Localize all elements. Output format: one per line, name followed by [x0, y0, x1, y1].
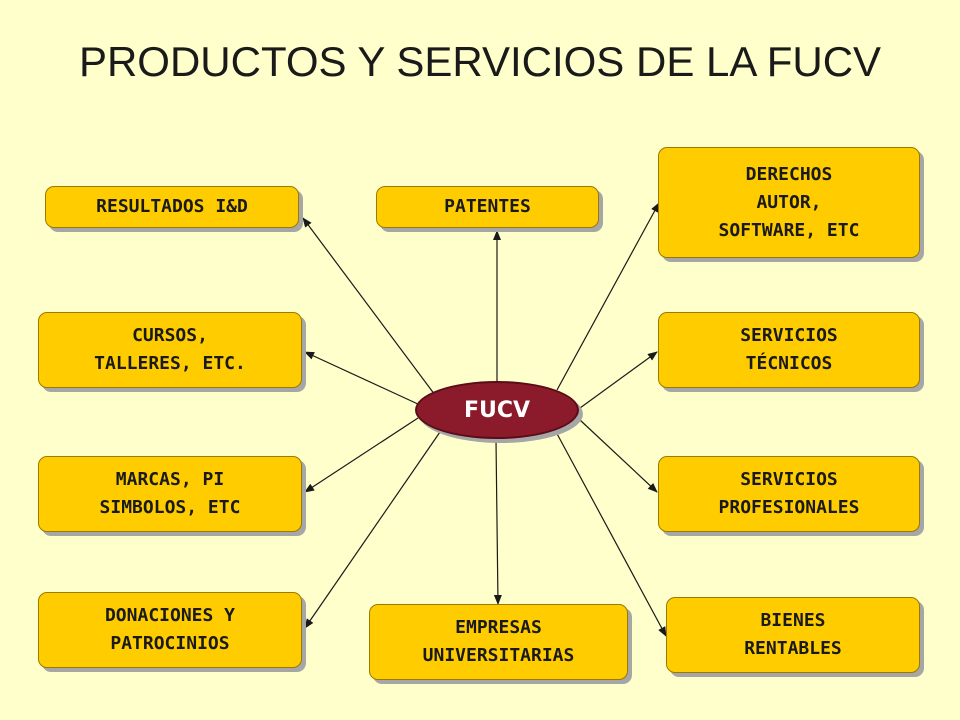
node-label: DERECHOS AUTOR, SOFTWARE, ETC [718, 163, 860, 241]
arrow-to-cursos [304, 351, 421, 406]
node-label: DONACIONES Y PATROCINIOS [104, 605, 236, 654]
node-derechos: DERECHOS AUTOR, SOFTWARE, ETC [658, 147, 920, 258]
node-label: CURSOS, TALLERES, ETC. [94, 325, 246, 374]
node-donaciones: DONACIONES Y PATROCINIOS [38, 592, 302, 668]
node-label: PATENTES [444, 196, 531, 217]
center-node-fucv: FUCV [415, 381, 579, 439]
node-label: SERVICIOS PROFESIONALES [718, 469, 860, 518]
arrow-to-donaciones [304, 431, 441, 629]
node-servicios-profesionales: SERVICIOS PROFESIONALES [658, 456, 920, 532]
node-marcas: MARCAS, PI SIMBOLOS, ETC [38, 456, 302, 532]
node-empresas: EMPRESAS UNIVERSITARIAS [369, 604, 628, 680]
arrow-to-marcas [304, 417, 419, 493]
node-cursos: CURSOS, TALLERES, ETC. [38, 312, 302, 388]
node-resultados: RESULTADOS I&D [45, 186, 299, 228]
node-label: BIENES RENTABLES [744, 610, 842, 659]
arrow-to-bienes [554, 429, 667, 637]
arrow-to-servicios-profesionales [579, 419, 658, 493]
node-label: SERVICIOS TÉCNICOS [740, 325, 838, 374]
node-label: MARCAS, PI SIMBOLOS, ETC [99, 469, 241, 518]
arrow-to-resultados [302, 217, 436, 396]
arrow-to-servicios-tecnicos [579, 351, 658, 409]
node-label: RESULTADOS I&D [96, 196, 248, 217]
node-patentes: PATENTES [376, 186, 599, 228]
node-bienes: BIENES RENTABLES [666, 597, 920, 673]
center-label: FUCV [463, 397, 531, 423]
arrow-to-derechos [556, 202, 660, 391]
page-title: PRODUCTOS Y SERVICIOS DE LA FUCV [78, 38, 882, 85]
node-label: EMPRESAS UNIVERSITARIAS [422, 617, 575, 666]
arrow-to-empresas [493, 439, 502, 605]
node-servicios-tecnicos: SERVICIOS TÉCNICOS [658, 312, 920, 388]
